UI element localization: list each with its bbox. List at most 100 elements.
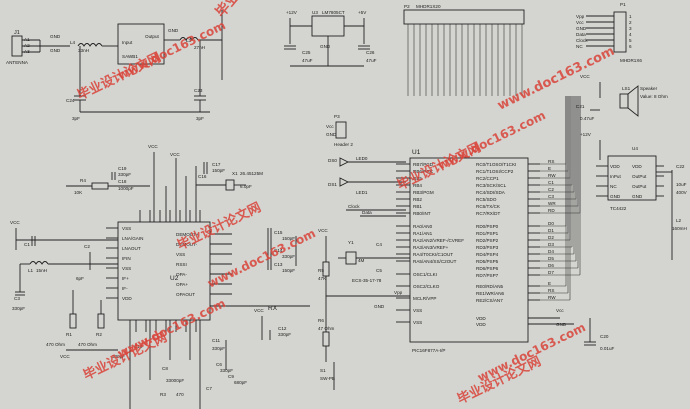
u2-pin-label: VSS xyxy=(122,266,131,271)
svg-text:C1: C1 xyxy=(24,242,30,247)
svg-text:U3: U3 xyxy=(312,10,318,15)
u2-pin-label: OPA+ xyxy=(176,282,188,287)
lcd-header-p2: P2 MHDR1X20 xyxy=(403,4,525,96)
svg-text:27nH: 27nH xyxy=(194,45,205,50)
u1-pin-label: VSS xyxy=(413,320,422,325)
svg-text:C23: C23 xyxy=(194,88,203,93)
svg-text:DS1: DS1 xyxy=(328,182,337,187)
bus-net-label: D6 xyxy=(548,263,554,268)
bus-net-label: RD xyxy=(548,208,555,213)
capacitor-c9: C9 680pF xyxy=(225,340,247,385)
u1-pin-label: RC5/SDO xyxy=(476,197,497,202)
p1-pin-number: 1 xyxy=(629,14,632,19)
svg-text:33nH: 33nH xyxy=(78,48,89,53)
capacitor-c3: C3 330pF xyxy=(12,264,25,311)
u1-pin-label: VSS xyxy=(413,308,422,313)
svg-text:C2: C2 xyxy=(84,244,90,249)
vcc-left: VCC xyxy=(10,220,118,250)
svg-text:10K: 10K xyxy=(74,190,83,195)
u1-pin-label: RC6/TX/CK xyxy=(476,204,501,209)
svg-text:C16: C16 xyxy=(198,174,207,179)
bus-net-label: D3 xyxy=(548,242,554,247)
svg-text:L3: L3 xyxy=(186,38,192,43)
microcontroller-u1: U1 RB7/PGDRB6/PGCRB5RB4RB3/PGMRB2RB1RB0/… xyxy=(396,149,540,353)
gnd-label: GND xyxy=(374,304,385,309)
capacitor-c24: C24 3pF xyxy=(66,46,86,121)
svg-text:C3: C3 xyxy=(14,296,20,301)
watermark: 毕业设计论文网 www.doc163.com 毕业设计论文网 毕业设计论文网 w… xyxy=(75,0,617,408)
u4-pin-label: NC xyxy=(610,184,617,189)
u2-pin-label: VSS xyxy=(122,226,131,231)
svg-text:VCC: VCC xyxy=(10,220,20,225)
svg-text:R1: R1 xyxy=(66,332,72,337)
rx-net: RX xyxy=(210,305,310,312)
u1-pin-label: OSC2/CLKO xyxy=(413,284,440,289)
u1-pin-label: OSC1/CLKI xyxy=(413,272,437,277)
capacitor-c17: C17 150pF xyxy=(203,162,225,174)
bus-net-label: E xyxy=(548,166,551,171)
u4-pin-label: VDD xyxy=(610,164,620,169)
capacitor-c15-c14-c13: C15 150pF C14 330pF C13 150pF xyxy=(267,228,297,273)
u4-pin-label: OutPut xyxy=(632,174,647,179)
svg-text:150pF: 150pF xyxy=(282,236,295,241)
header-p3: Vcc GND P3 Header 2 xyxy=(326,114,353,147)
vcc-label: VCC xyxy=(254,308,264,313)
svg-text:A1: A1 xyxy=(24,37,30,42)
svg-text:C10: C10 xyxy=(134,344,143,349)
svg-text:RX: RX xyxy=(268,305,278,312)
gnd-label: GND xyxy=(50,34,61,39)
svg-text:MHDR1X6: MHDR1X6 xyxy=(620,58,642,63)
svg-text:U4: U4 xyxy=(632,146,638,151)
svg-text:330pF: 330pF xyxy=(282,254,295,259)
u4-pin-label: GND xyxy=(610,194,621,199)
svg-text:Output: Output xyxy=(145,34,160,39)
oscillator-section: VCC Y1 4M R5 47K C4 C5 ECS-35-17-78 R6 4… xyxy=(318,228,410,390)
svg-text:C7: C7 xyxy=(206,386,212,391)
svg-text:VCC: VCC xyxy=(580,74,590,79)
svg-text:10uF: 10uF xyxy=(676,182,687,187)
bus-net-label: D2 xyxy=(548,235,554,240)
u1-pin-label: RE0/RD/AN5 xyxy=(476,284,504,289)
svg-text:400V: 400V xyxy=(676,190,688,195)
svg-text:C24: C24 xyxy=(66,98,75,103)
p1-pin-label: Vpp xyxy=(576,14,585,19)
antenna-connector: J1 A1 A2 A3 ANTENNA xyxy=(6,30,70,65)
u1-pin-label: RB5 xyxy=(413,176,422,181)
u1-pin-label: VDD xyxy=(476,322,486,327)
svg-text:330pF: 330pF xyxy=(278,332,291,337)
svg-text:33000pF: 33000pF xyxy=(166,378,184,383)
svg-text:LED1: LED1 xyxy=(356,190,368,195)
u1-pin-label: RA1/AN1 xyxy=(413,231,433,236)
svg-text:Header 2: Header 2 xyxy=(334,142,353,147)
capacitor-c1: C1 xyxy=(24,236,36,247)
svg-text:0.01uF: 0.01uF xyxy=(600,346,614,351)
svg-text:C12: C12 xyxy=(278,326,287,331)
svg-text:C11: C11 xyxy=(212,338,221,343)
bus-net-label: C1 xyxy=(548,180,554,185)
svg-text:26.45125M: 26.45125M xyxy=(240,171,263,176)
svg-text:+12V: +12V xyxy=(286,10,298,15)
u1-pin-label: RA3/AN3/VREF+ xyxy=(413,245,449,250)
u2-pin-label: VSS xyxy=(176,252,185,257)
svg-text:6.0pF: 6.0pF xyxy=(240,184,252,189)
svg-text:LS1: LS1 xyxy=(622,86,631,91)
inductor-l1: L1 15nH xyxy=(20,261,118,273)
antenna-label: ANTENNA xyxy=(6,60,29,65)
svg-text:150pF: 150pF xyxy=(282,268,295,273)
bus-net-label: RS xyxy=(548,288,554,293)
p1-pin-number: 3 xyxy=(629,26,632,31)
u1-pin-label: RA4/T0CKI/C1OUT xyxy=(413,252,453,257)
u1-pin-label: RD5/PSP5 xyxy=(476,259,499,264)
svg-text:470: 470 xyxy=(176,392,184,397)
p1-pin-label: GND xyxy=(576,26,587,31)
svg-text:3pF: 3pF xyxy=(72,116,80,121)
svg-text:R3: R3 xyxy=(160,392,166,397)
u1-pin-label: RA2/AN2/VREF-/CVREF xyxy=(413,238,464,243)
u4-pin-label: GND xyxy=(632,194,643,199)
u1-pin-label: RD2/PSP2 xyxy=(476,238,499,243)
u4-pin-label: VDD xyxy=(632,164,642,169)
svg-text:0.47uF: 0.47uF xyxy=(580,116,594,121)
svg-text:C25: C25 xyxy=(302,50,311,55)
u1-pin-label: RB4 xyxy=(413,183,422,188)
